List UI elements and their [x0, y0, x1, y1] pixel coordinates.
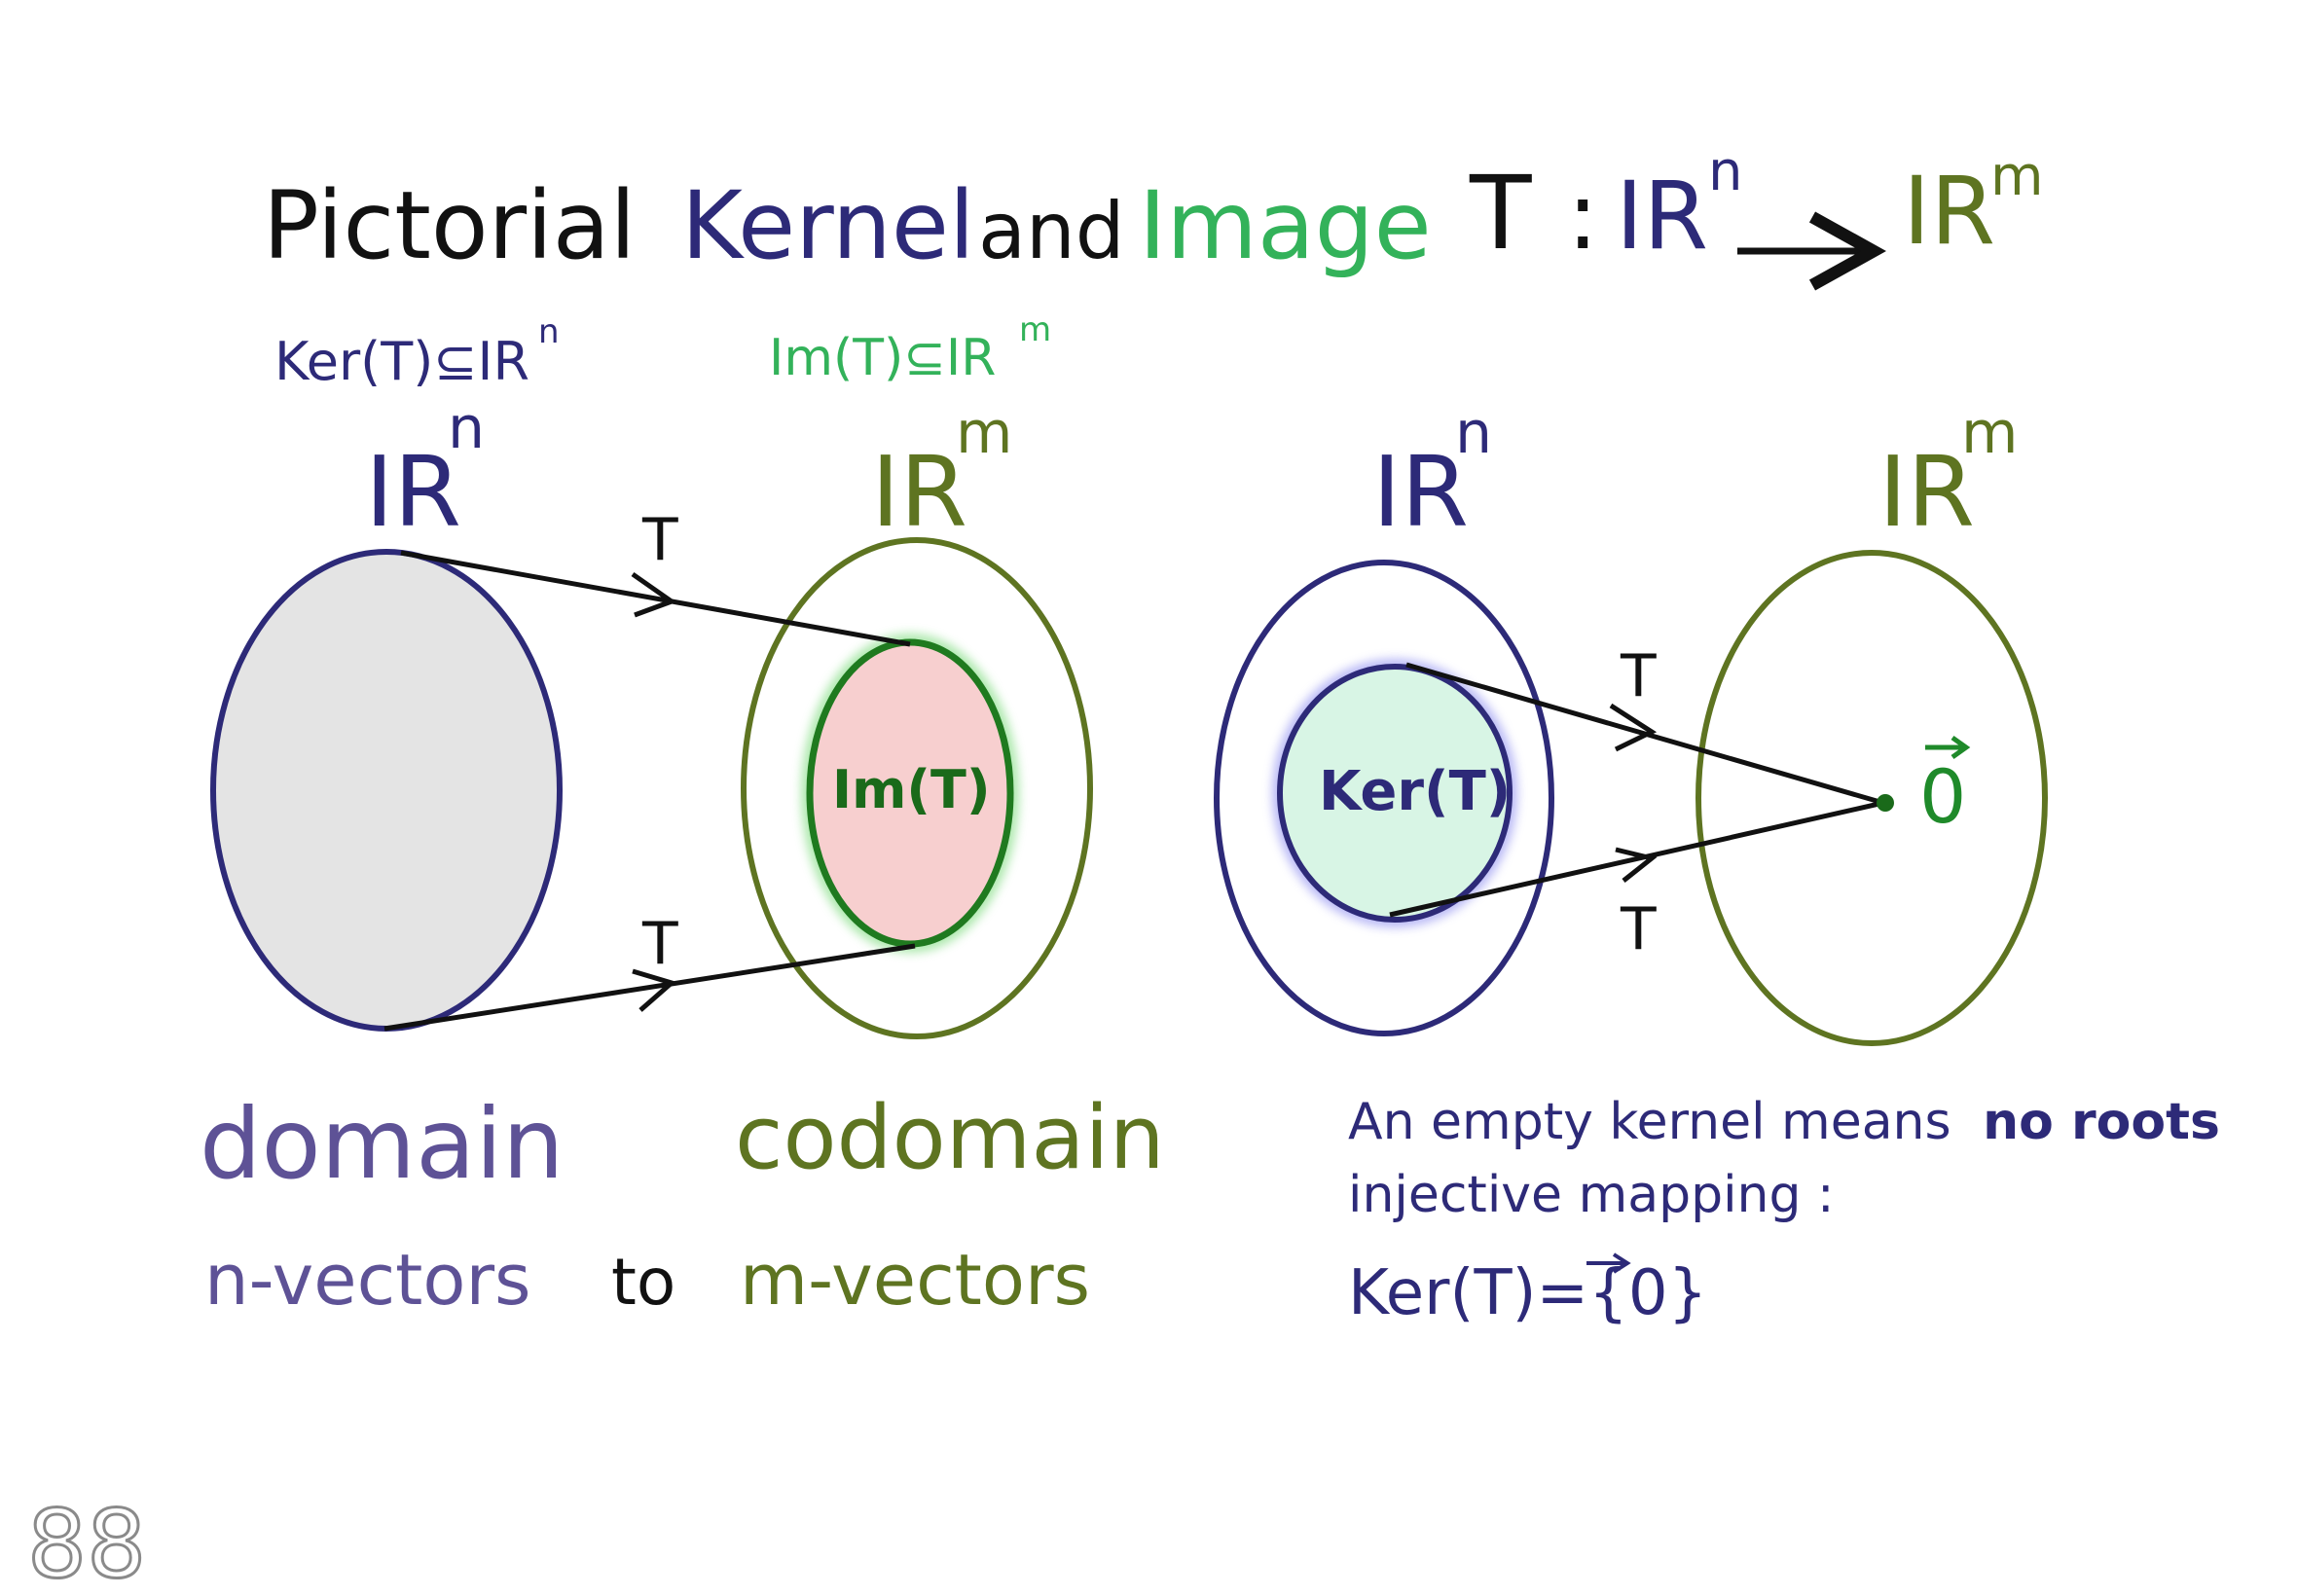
im-subset-label: Im(T)⊆IR: [769, 329, 996, 387]
note-line3: Ker(T)={0}: [1348, 1257, 1707, 1329]
left-domain-space: IR: [365, 435, 461, 549]
ker-subset-exp: n: [538, 312, 560, 351]
title-and: and: [978, 186, 1125, 276]
title-domain-exp: n: [1708, 140, 1743, 203]
n-vectors-label: n-vectors: [204, 1239, 531, 1321]
title-colon: :: [1567, 162, 1598, 271]
title-codomain-space: IR: [1903, 157, 1995, 266]
title-codomain-exp: m: [1990, 145, 2044, 208]
note-line1-part-b: no roots: [1983, 1093, 2220, 1151]
left-codomain-space: IR: [871, 435, 967, 549]
left-map-arrowhead-bottom: [632, 968, 677, 1012]
zero-vector-point: [1877, 794, 1894, 812]
note-line1: An empty kernel means no roots: [1348, 1093, 2220, 1151]
title-kernel: Kernel: [681, 171, 975, 280]
page-number: 88: [27, 1490, 146, 1596]
ker-subset-label: Ker(T)⊆IR: [274, 331, 529, 392]
to-label: to: [611, 1245, 675, 1320]
right-arrow-top-label: T: [1620, 642, 1657, 710]
left-domain-set: [210, 549, 563, 1032]
right-codomain-set: [1695, 550, 2048, 1046]
right-domain-exp: n: [1455, 399, 1492, 467]
left-panel: Ker(T)⊆IR n Im(T)⊆IR m IR n IR m Im(T) T…: [200, 310, 1165, 1321]
m-vectors-label: m-vectors: [740, 1239, 1090, 1321]
title-map-t: T: [1469, 154, 1532, 272]
title-image: Image: [1139, 171, 1432, 280]
title-pictorial: Pictorial: [263, 171, 636, 280]
right-codomain-exp: m: [1961, 399, 2018, 467]
right-domain-set: [1214, 560, 1554, 1036]
left-map-line-top: [400, 550, 911, 647]
left-map-line-bottom: [383, 943, 916, 1032]
left-arrow-bottom-label: T: [641, 910, 678, 978]
im-subset-exp: m: [1019, 310, 1051, 349]
left-codomain-set: [741, 537, 1093, 1039]
title: Pictorial Kernel and Image T : IR n IR m: [263, 140, 2044, 291]
kernel-region-label: Ker(T): [1319, 760, 1511, 823]
right-map-arrowhead-top: [1609, 703, 1658, 752]
image-region-label: Im(T): [832, 759, 991, 820]
right-arrow-bottom-label: T: [1620, 895, 1657, 963]
left-domain-exp: n: [448, 394, 485, 462]
codomain-word: codomain: [735, 1087, 1165, 1189]
right-map-line-bottom: [1389, 800, 1884, 918]
note-line2: injective mapping :: [1348, 1166, 1835, 1224]
left-map-arrowhead-top: [631, 571, 677, 618]
left-codomain-exp: m: [956, 399, 1012, 467]
note-line1-part-a: An empty kernel means: [1348, 1093, 1951, 1151]
kernel-region: [1277, 664, 1513, 923]
right-panel: IR n IR m Ker(T) T T 0 An empty kernel m…: [1214, 399, 2220, 1329]
right-codomain-space: IR: [1878, 435, 1975, 549]
left-arrow-top-label: T: [641, 506, 678, 574]
zero-vector-label: 0: [1919, 753, 1966, 840]
right-map-arrowhead-bottom: [1615, 847, 1658, 883]
domain-word: domain: [200, 1087, 565, 1201]
right-domain-space: IR: [1372, 435, 1469, 549]
title-domain-space: IR: [1616, 162, 1708, 271]
